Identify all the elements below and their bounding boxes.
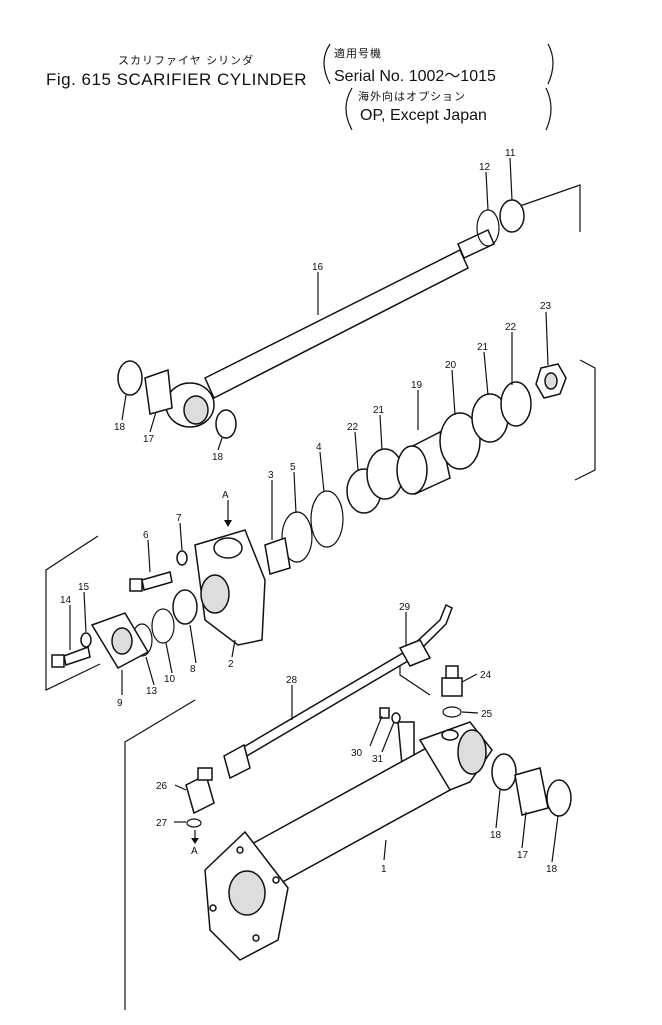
oring-27	[186, 818, 202, 828]
frame-bracket-29	[399, 660, 431, 696]
callout-11: 11	[505, 148, 516, 159]
arrow-a-top-head	[224, 520, 232, 527]
callout-19: 19	[411, 380, 423, 391]
elbow-26	[185, 767, 215, 815]
seal-18-barrel-left	[491, 753, 517, 791]
callout-13: 13	[146, 686, 158, 697]
washer-7	[176, 550, 188, 566]
figure-title-japanese: スカリファイヤ シリンダ	[118, 54, 255, 67]
callout-18-rod-right: 18	[212, 452, 224, 463]
piston-rod	[165, 228, 495, 428]
flange-9	[90, 612, 150, 669]
clamp	[398, 639, 432, 667]
nut-23	[535, 363, 567, 399]
callout-22-left: 22	[347, 422, 359, 433]
callout-24: 24	[480, 670, 492, 681]
callout-29: 29	[399, 602, 411, 613]
ring-20	[439, 412, 481, 470]
arrow-a-bottom-head	[191, 838, 199, 844]
callout-22-right: 22	[505, 322, 517, 333]
seal-8	[172, 589, 198, 625]
callout-a-top: A	[222, 490, 229, 501]
bolt-14	[51, 645, 91, 668]
callout-labels: 11 12 16 23 22 21 20 19 21 22 4 5 3 A 7 …	[60, 148, 558, 875]
callout-30: 30	[351, 748, 363, 759]
bracket-right-1	[547, 43, 554, 85]
callout-18-barrel-left: 18	[490, 830, 502, 841]
plate-22-right	[500, 381, 532, 427]
callout-14: 14	[60, 595, 72, 606]
callout-23: 23	[540, 301, 552, 312]
cylinder-head-2	[194, 529, 266, 646]
bracket-left-1	[323, 43, 331, 85]
seal-18-rod-left	[117, 360, 143, 396]
seal-18-rod-right	[215, 409, 237, 439]
callout-6: 6	[143, 530, 149, 541]
bolt-30	[379, 707, 390, 719]
ring-5	[281, 511, 313, 563]
callout-18-barrel-right: 18	[546, 864, 558, 875]
bushing-17-barrel	[514, 767, 549, 816]
callout-5: 5	[290, 462, 296, 473]
callout-20: 20	[445, 360, 457, 371]
option-label-japanese: 海外向はオプション	[358, 90, 466, 103]
seal-18-barrel-right	[546, 779, 572, 817]
fitting-24	[441, 665, 463, 697]
tube-28	[233, 648, 415, 762]
callout-3: 3	[268, 470, 274, 481]
frame-rod-top	[519, 184, 581, 232]
barrel-flange	[204, 830, 289, 961]
callout-1: 1	[381, 864, 387, 875]
callout-16: 16	[312, 262, 324, 273]
bolt-6	[129, 571, 173, 592]
washer-15	[80, 632, 92, 648]
bracket-right-2	[545, 87, 552, 131]
callout-8: 8	[190, 664, 196, 675]
serial-range: Serial No. 1002～1015	[334, 68, 496, 85]
callout-21-left: 21	[373, 405, 385, 416]
bushing-3	[264, 536, 291, 575]
bushing-17-rod	[144, 368, 173, 415]
cylinder-barrel-1	[249, 721, 493, 892]
callout-a-bottom: A	[191, 846, 198, 857]
callout-28: 28	[286, 675, 298, 686]
washer-31	[391, 712, 401, 724]
callout-25: 25	[481, 709, 493, 720]
seal-11	[499, 199, 525, 233]
callout-21-right: 21	[477, 342, 489, 353]
ring-4	[310, 490, 344, 548]
callout-26: 26	[156, 781, 168, 792]
callout-12: 12	[479, 162, 491, 173]
ring-10	[151, 608, 175, 644]
figure-title: Fig. 615 SCARIFIER CYLINDER	[46, 70, 308, 89]
oring-25	[442, 706, 462, 718]
callout-15: 15	[78, 582, 90, 593]
option-note: OP, Except Japan	[360, 107, 487, 124]
tube-nut	[223, 743, 251, 780]
frame-bottom-left	[124, 699, 196, 1010]
callout-18-rod-left: 18	[114, 422, 126, 433]
piston-19	[396, 430, 451, 496]
leader-lines	[69, 157, 559, 863]
bracket-left-2	[345, 87, 353, 131]
callout-31: 31	[372, 754, 384, 765]
callout-4: 4	[316, 442, 322, 453]
callout-9: 9	[117, 698, 123, 709]
callout-7: 7	[176, 513, 182, 524]
frame-piston-right	[574, 359, 596, 481]
callout-10: 10	[164, 674, 176, 685]
callout-2: 2	[228, 659, 234, 670]
callout-17-rod: 17	[143, 434, 155, 445]
frame-left-group	[45, 535, 101, 691]
callout-17-barrel: 17	[517, 850, 529, 861]
serial-label-japanese: 適用号機	[334, 47, 382, 60]
callout-27: 27	[156, 818, 168, 829]
